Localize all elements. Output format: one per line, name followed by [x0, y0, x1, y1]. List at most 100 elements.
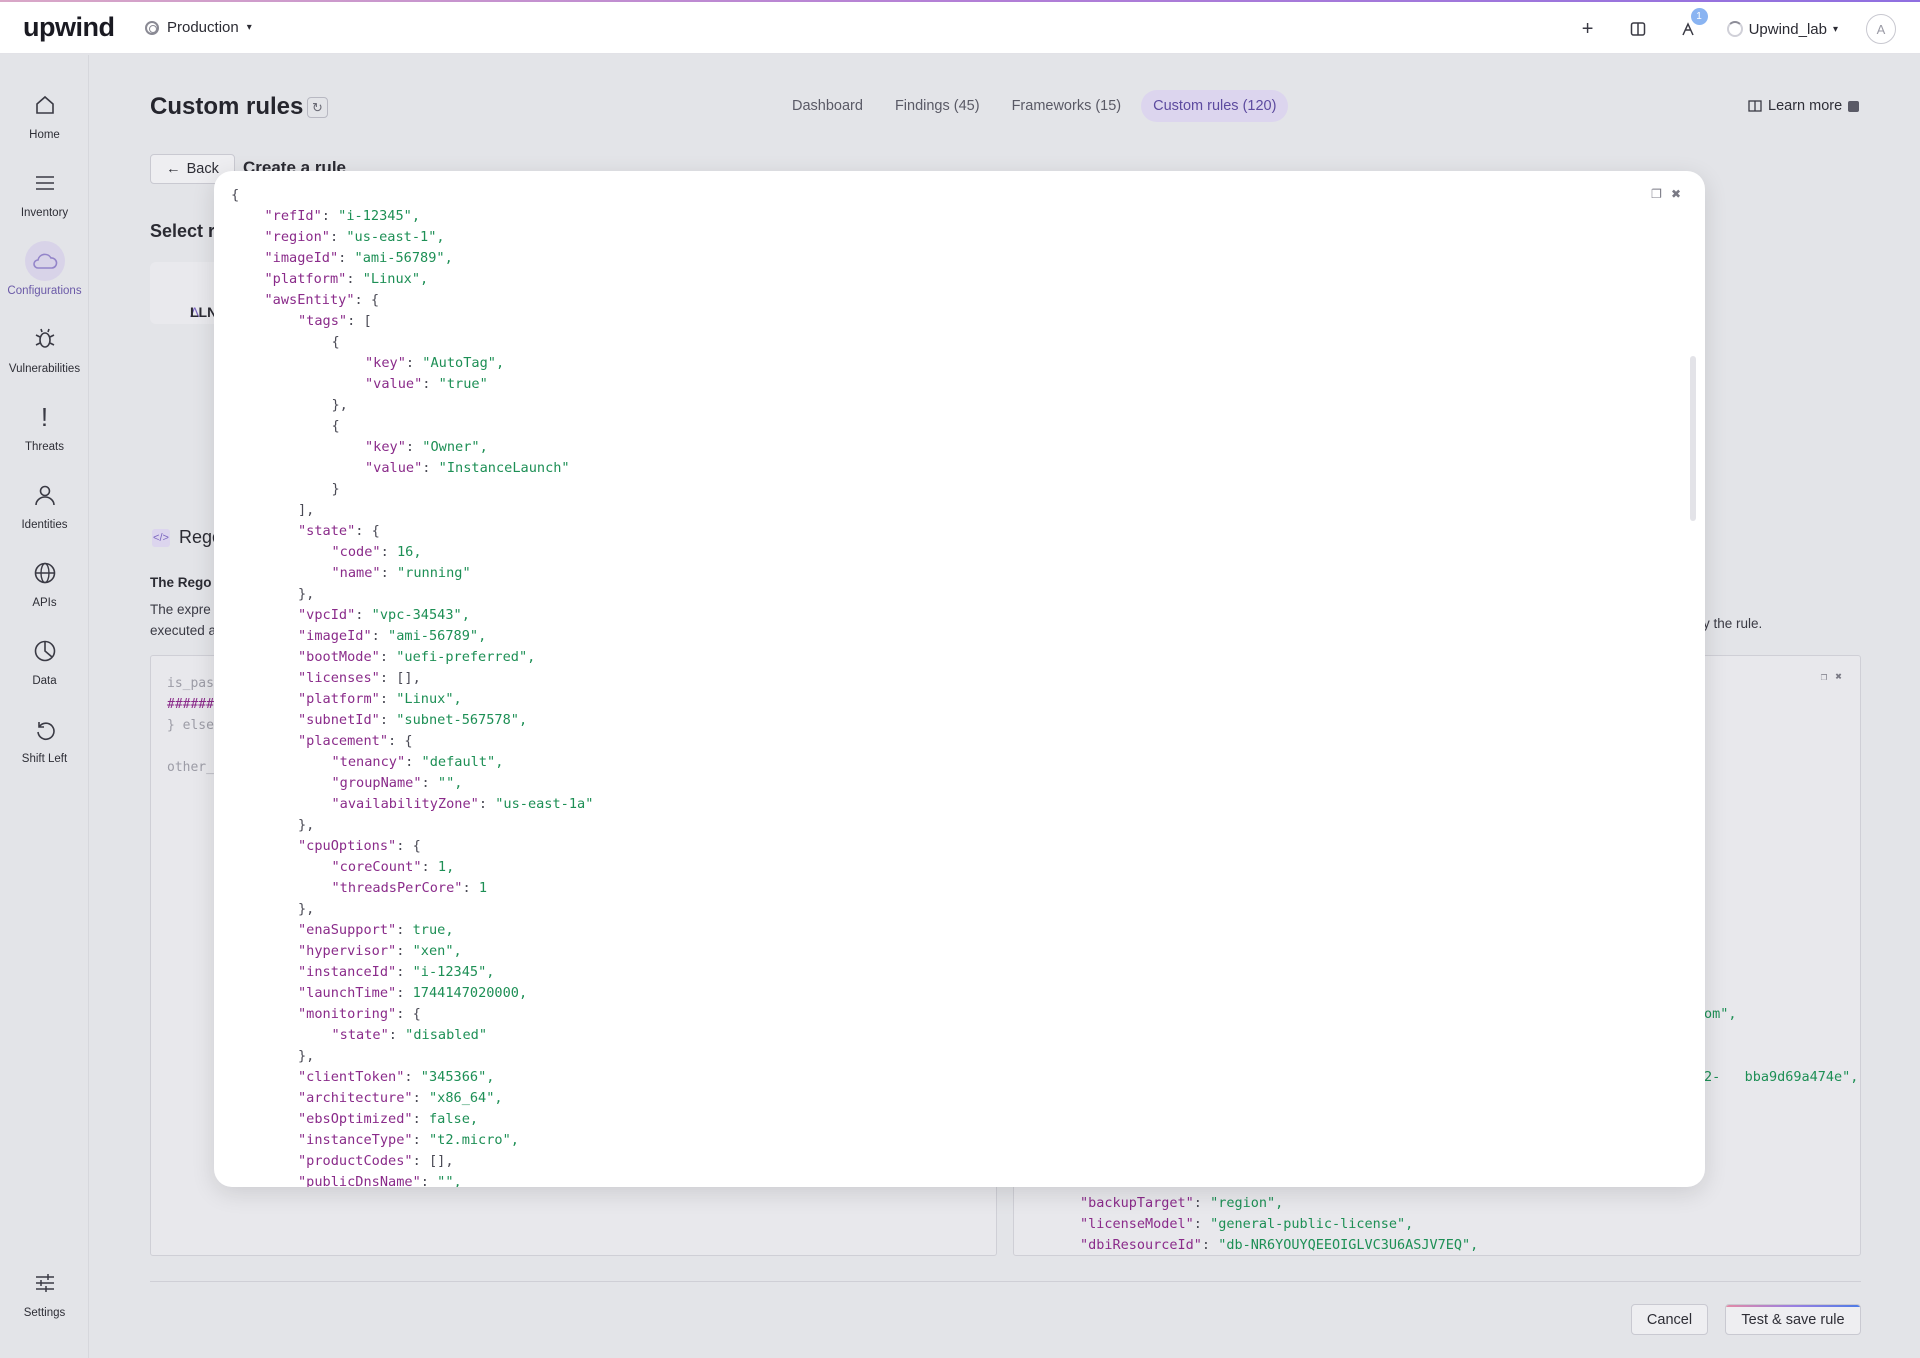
- code-line: "cpuOptions": {: [298, 838, 421, 854]
- sidebar: Home Inventory Configurations Vulnerabil…: [0, 55, 89, 1358]
- json-value: "subnet-567578",: [396, 712, 528, 728]
- json-key: "enaSupport": [298, 922, 397, 938]
- sidebar-item-home[interactable]: Home: [0, 85, 89, 141]
- external-link-icon: [1848, 100, 1860, 112]
- json-key: "publicDnsName": [298, 1174, 421, 1187]
- json-key: "instanceType": [298, 1132, 413, 1148]
- footer-divider: [150, 1281, 1861, 1282]
- sidebar-item-apis[interactable]: APIs: [0, 553, 89, 609]
- json-key: "state": [298, 523, 356, 539]
- environment-selector[interactable]: Production ▾: [145, 19, 252, 36]
- json-value: "default",: [421, 754, 504, 770]
- split-view-icon[interactable]: [1627, 18, 1649, 40]
- pie-icon: [25, 631, 65, 671]
- code-line: "monitoring": {: [298, 1006, 421, 1022]
- refresh-icon[interactable]: ↻: [307, 97, 328, 118]
- environment-icon: [145, 20, 159, 35]
- code-line: "vpcId": "vpc-34543",: [298, 607, 470, 623]
- json-value: false,: [428, 1111, 479, 1127]
- tab-dashboard[interactable]: Dashboard: [792, 98, 863, 114]
- json-value: "",: [437, 1174, 462, 1187]
- tab-frameworks[interactable]: Frameworks (15): [1011, 98, 1122, 114]
- json-key: "value": [365, 376, 423, 392]
- learn-more-label: Learn more: [1768, 98, 1843, 114]
- notification-badge: 1: [1690, 8, 1708, 25]
- code-line: "groupName": "",: [331, 775, 463, 791]
- rego-title-text: Rego: [179, 527, 223, 547]
- cloud-icon: [24, 241, 65, 281]
- sidebar-item-settings[interactable]: Settings: [0, 1263, 89, 1319]
- loading-spinner-icon: [1726, 21, 1743, 37]
- code-line: "imageId": "ami-56789",: [264, 250, 453, 266]
- code-line: },: [332, 395, 348, 416]
- json-key: "launchTime": [298, 985, 397, 1001]
- ai-assistant-icon[interactable]: 1: [1677, 8, 1708, 40]
- code-line: "platform": "Linux",: [264, 271, 429, 287]
- avatar[interactable]: A: [1866, 14, 1896, 44]
- code-line: "bootMode": "uefi-preferred",: [298, 649, 536, 665]
- code-line: "value": "InstanceLaunch": [365, 460, 570, 476]
- json-value: "running": [396, 565, 471, 581]
- code-line: om",: [1704, 1006, 1737, 1022]
- json-value: 16,: [396, 544, 422, 560]
- rego-subtitle: The Rego: [150, 575, 212, 590]
- json-value: true,: [412, 922, 454, 938]
- code-icon: </>: [152, 528, 170, 547]
- arrow-left-icon: ←: [166, 161, 181, 177]
- rego-section-title: </> Rego: [152, 527, 222, 548]
- chevron-down-icon: ▾: [1832, 23, 1838, 35]
- code-line: "placement": {: [298, 733, 413, 749]
- json-preview-modal: ❐ ✖ {"refId": "i-12345","region": "us-ea…: [214, 171, 1705, 1187]
- json-value: "Linux",: [362, 271, 429, 287]
- code-line: "tenancy": "default",: [331, 754, 504, 770]
- test-save-rule-button[interactable]: Test & save rule: [1725, 1304, 1861, 1335]
- json-key: "state": [331, 1027, 389, 1043]
- code-line: "architecture": "x86_64",: [298, 1090, 503, 1106]
- code-line: }: [332, 479, 340, 500]
- tenant-selector[interactable]: Upwind_lab ▾: [1726, 21, 1838, 38]
- sidebar-item-threats[interactable]: ! Threats: [0, 397, 89, 454]
- code-line: },: [298, 899, 314, 920]
- json-value: }: [331, 481, 340, 497]
- json-value: "xen",: [412, 943, 462, 959]
- modal-scrollbar[interactable]: [1690, 356, 1696, 521]
- person-icon: [25, 475, 65, 515]
- close-icon[interactable]: ✖: [1670, 187, 1681, 201]
- json-key: "awsEntity": [264, 292, 355, 308]
- code-line: "instanceType": "t2.micro",: [298, 1132, 519, 1148]
- sidebar-item-configurations[interactable]: Configurations: [0, 241, 89, 297]
- cancel-button[interactable]: Cancel: [1631, 1304, 1708, 1335]
- sidebar-item-vulnerabilities[interactable]: Vulnerabilities: [0, 319, 89, 375]
- rego-desc-line: executed a: [150, 623, 217, 638]
- learn-more-link[interactable]: Learn more: [1748, 98, 1860, 114]
- copy-icon[interactable]: ❐: [1651, 187, 1662, 201]
- json-code-view[interactable]: {"refId": "i-12345","region": "us-east-1…: [214, 171, 1674, 1187]
- rego-description: The expre executed a: [150, 599, 230, 641]
- code-line: "state": "disabled": [331, 1027, 488, 1043]
- tab-custom-rules[interactable]: Custom rules (120): [1141, 90, 1289, 122]
- sidebar-item-inventory[interactable]: Inventory: [0, 163, 89, 219]
- json-value: ],: [298, 502, 315, 518]
- top-actions: + 1 Upwind_lab ▾ A: [1577, 8, 1896, 44]
- expand-icon[interactable]: ✖: [1835, 670, 1842, 683]
- copy-icon[interactable]: ❐: [1820, 670, 1828, 683]
- code-line: "ebsOptimized": false,: [298, 1111, 479, 1127]
- sidebar-item-shift-left[interactable]: Shift Left: [0, 709, 89, 765]
- page-title: Custom rules: [150, 93, 304, 120]
- code-line: {: [231, 185, 239, 206]
- json-value: "true": [438, 376, 488, 392]
- sidebar-item-label: Settings: [23, 1307, 66, 1319]
- sidebar-item-identities[interactable]: Identities: [0, 475, 89, 531]
- tab-findings[interactable]: Findings (45): [894, 98, 980, 114]
- sidebar-item-data[interactable]: Data: [0, 631, 89, 687]
- json-value: {: [370, 292, 380, 308]
- code-line: "tags": [: [298, 313, 372, 329]
- sidebar-item-label: Data: [32, 675, 57, 687]
- code-line: "awsEntity": {: [264, 292, 380, 308]
- json-value: "i-12345",: [338, 208, 421, 224]
- json-key: "placement": [298, 733, 389, 749]
- plus-icon[interactable]: +: [1581, 17, 1594, 40]
- json-key: "key": [365, 439, 406, 455]
- upwind-logo[interactable]: upwind: [23, 12, 115, 42]
- code-line: } else: [167, 718, 214, 733]
